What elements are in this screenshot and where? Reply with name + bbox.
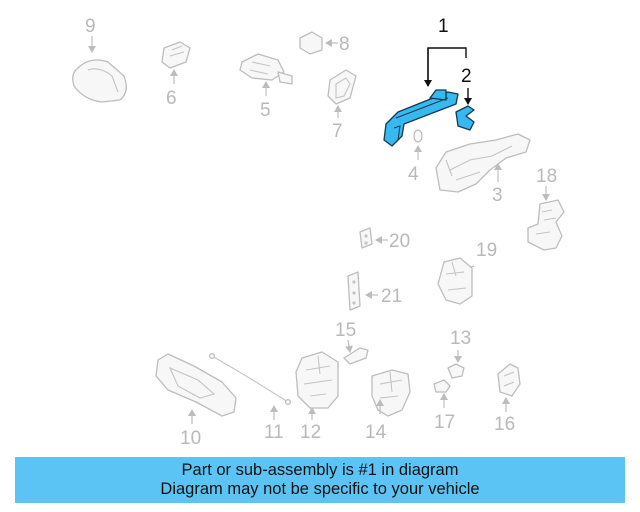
callout-9: 9 bbox=[85, 16, 96, 37]
callout-16: 16 bbox=[494, 414, 515, 435]
callout-20: 20 bbox=[389, 231, 410, 252]
callout-19: 19 bbox=[476, 240, 497, 261]
part-12-latch-assembly: 12 bbox=[295, 351, 339, 443]
part-19-latch-housing: 19 bbox=[437, 240, 497, 305]
callout-6: 6 bbox=[166, 88, 177, 109]
callout-1: 1 bbox=[438, 16, 449, 37]
part-20-plate: 20 bbox=[359, 227, 410, 252]
part-5-lock-cylinder: 5 bbox=[239, 53, 293, 121]
part-17-screw: 17 bbox=[433, 379, 455, 433]
callout-7: 7 bbox=[332, 121, 343, 142]
part-8-cap: 8 bbox=[299, 31, 350, 55]
part-10-inside-handle: 10 bbox=[155, 353, 237, 449]
part-9-cover: 9 bbox=[72, 16, 127, 103]
part-7-gasket: 7 bbox=[327, 69, 357, 142]
callout-21: 21 bbox=[381, 286, 402, 307]
part-2-handle-cover: 2 bbox=[455, 66, 475, 131]
part-18-hinge: 18 bbox=[527, 166, 565, 251]
banner-line-2: Diagram may not be specific to your vehi… bbox=[160, 480, 480, 498]
part-3-handle-frame: 3 bbox=[435, 133, 531, 206]
callout-2: 2 bbox=[461, 66, 472, 87]
part-21-striker-plate: 21 bbox=[347, 271, 402, 311]
callout-15: 15 bbox=[335, 320, 356, 341]
callout-5: 5 bbox=[260, 100, 271, 121]
callout-14: 14 bbox=[365, 422, 387, 443]
part-13-bolt: 13 bbox=[447, 328, 471, 379]
callout-17: 17 bbox=[434, 412, 455, 433]
part-11-control-rod: 11 bbox=[208, 352, 292, 443]
part-16-bracket: 16 bbox=[494, 363, 521, 435]
callout-13: 13 bbox=[450, 328, 471, 349]
part-15-rod-clip: 15 bbox=[335, 320, 369, 365]
parts-diagram: 9 6 5 8 7 1 2 bbox=[72, 16, 565, 449]
callout-4: 4 bbox=[408, 164, 419, 185]
part-4-clip: 4 bbox=[408, 129, 423, 185]
callout-10: 10 bbox=[180, 428, 201, 449]
callout-3: 3 bbox=[492, 185, 503, 206]
callout-18: 18 bbox=[536, 166, 557, 187]
banner-line-1: Part or sub-assembly is #1 in diagram bbox=[181, 461, 459, 479]
part-14-latch-cover: 14 bbox=[365, 369, 411, 443]
callout-8: 8 bbox=[339, 34, 350, 55]
info-banner: Part or sub-assembly is #1 in diagram Di… bbox=[15, 457, 625, 503]
part-6-bracket: 6 bbox=[161, 41, 191, 109]
part-1-outside-handle: 1 bbox=[383, 16, 467, 147]
callout-12: 12 bbox=[300, 422, 321, 443]
callout-11: 11 bbox=[264, 422, 284, 443]
